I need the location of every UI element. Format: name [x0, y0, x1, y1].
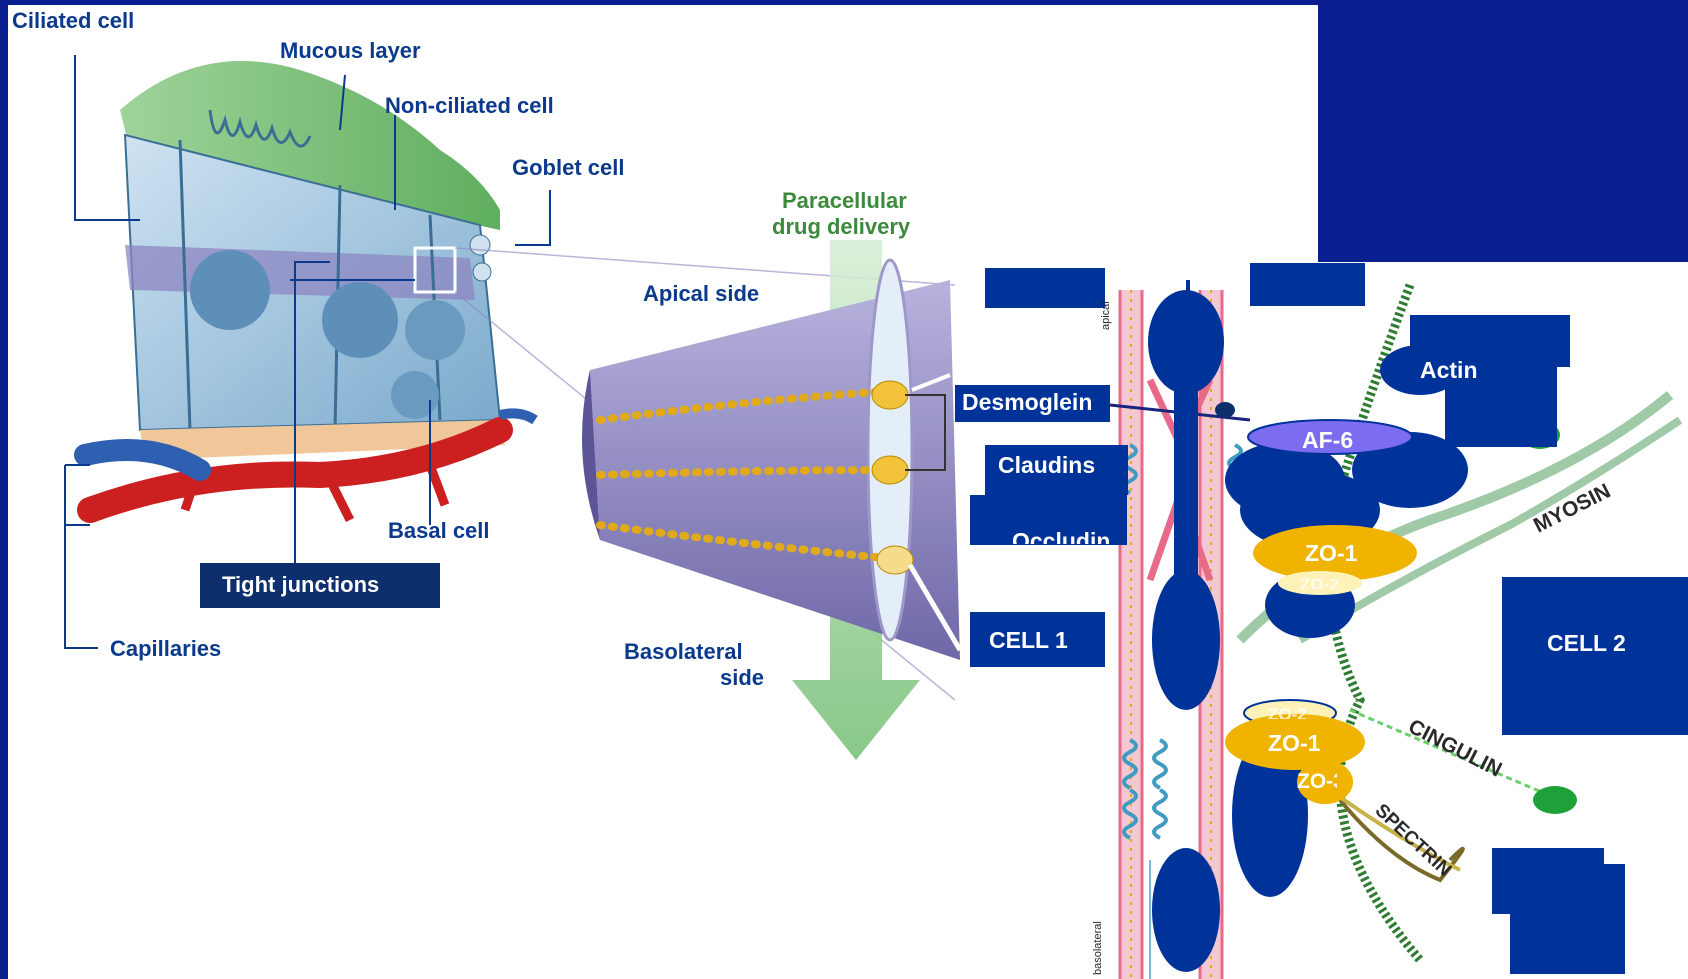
label-apical-small: apical: [1100, 300, 1112, 330]
label-zo1-bottom: ZO-1: [1268, 730, 1320, 757]
label-basolateral-line2: side: [720, 665, 764, 691]
label-mucous-layer: Mucous layer: [280, 38, 421, 64]
label-cell-2: CELL 2: [1547, 630, 1626, 657]
paracellular-illustration: [582, 240, 960, 760]
label-paracellular-line2: drug delivery: [772, 214, 910, 240]
label-zo3: ZO-3: [1297, 770, 1337, 794]
label-zo2-top: ZO-2: [1300, 575, 1339, 589]
label-zo1-top: ZO-1: [1305, 540, 1357, 567]
label-af6: AF-6: [1302, 427, 1353, 454]
label-basolateral-line1: Basolateral: [624, 639, 743, 665]
label-desmoglein: Desmoglein: [962, 389, 1092, 416]
label-occludin: Occludin: [1012, 528, 1110, 544]
label-ciliated-cell: Ciliated cell: [12, 8, 134, 34]
label-non-ciliated-cell: Non-ciliated cell: [385, 93, 554, 119]
label-basal-cell: Basal cell: [388, 518, 490, 544]
label-basolateral-small: basolateral: [1092, 921, 1104, 975]
label-tight-junctions: Tight junctions: [222, 572, 379, 598]
label-goblet-cell: Goblet cell: [512, 155, 624, 181]
label-cell-1: CELL 1: [989, 627, 1068, 654]
label-claudins: Claudins: [998, 452, 1095, 479]
label-apical-side: Apical side: [643, 281, 759, 307]
label-actin: Actin: [1420, 357, 1478, 384]
label-zo2-bottom: ZO-2: [1268, 705, 1307, 719]
label-capillaries: Capillaries: [110, 636, 221, 662]
label-paracellular-line1: Paracellular: [782, 188, 907, 214]
